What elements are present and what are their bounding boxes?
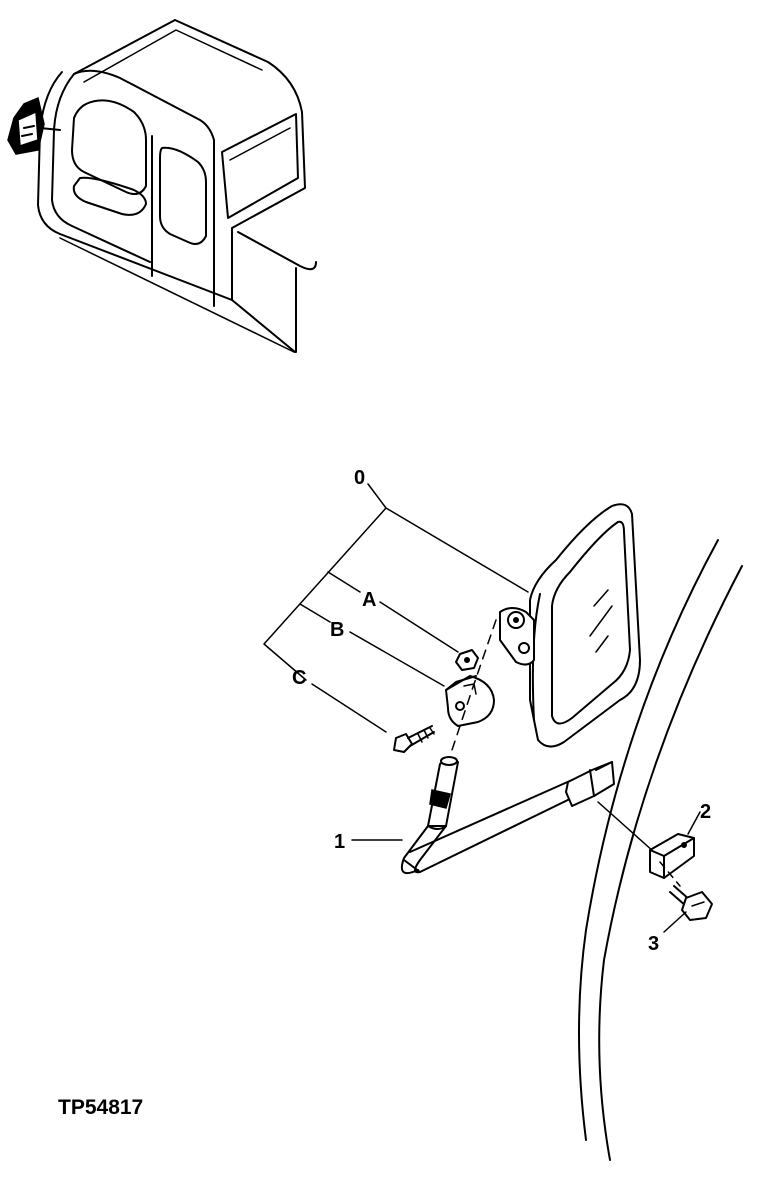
clamp-part (649, 833, 695, 879)
mirror-arm (400, 761, 615, 874)
cab-post-inner (578, 539, 719, 1141)
drawing-code: TP54817 (58, 1096, 143, 1119)
callout-a: A (362, 589, 376, 611)
callout-leaders (263, 483, 701, 933)
bolt-part (669, 885, 713, 921)
mirror-exploded-view: 0 A B C 1 2 3 (263, 467, 743, 1161)
cab-overview (7, 19, 317, 353)
mirror-hinge (499, 607, 535, 666)
callout-0: 0 (354, 467, 365, 489)
nut-part (455, 649, 479, 671)
callout-b: B (330, 619, 344, 641)
bracket-part (445, 675, 495, 727)
callout-2: 2 (700, 801, 711, 823)
callout-1: 1 (334, 831, 345, 853)
arm-pin (427, 756, 459, 830)
callout-3: 3 (648, 933, 659, 955)
cab-post-outer (598, 565, 743, 1161)
mirror-head (529, 503, 641, 748)
cap-screw-part (393, 725, 435, 753)
callout-c: C (292, 667, 306, 689)
